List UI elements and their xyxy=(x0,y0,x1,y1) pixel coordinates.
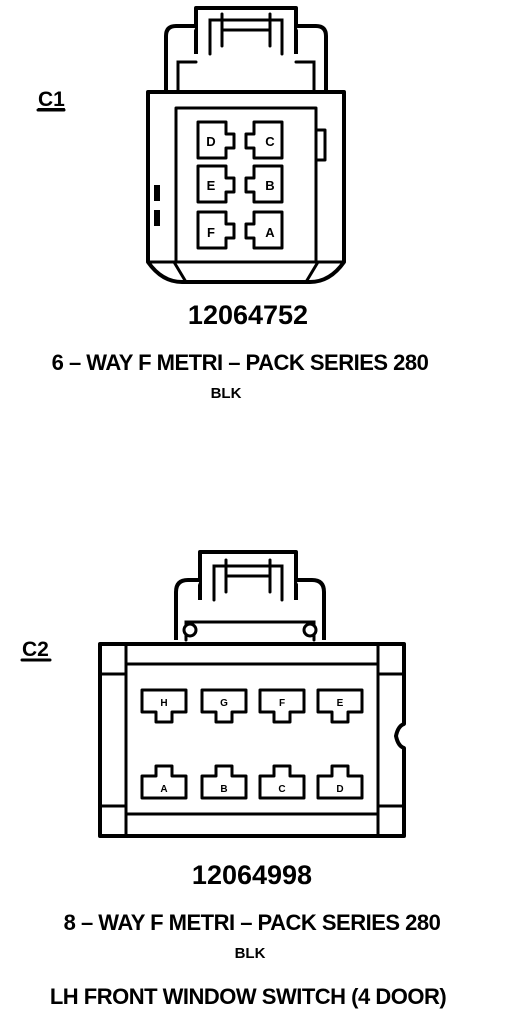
connector-c2-drawing: H G F E A B C D xyxy=(98,550,406,838)
c1-cavity-label-A: A xyxy=(265,225,275,240)
c2-cavity-E: E xyxy=(316,688,364,724)
c2-cavity-label-F: F xyxy=(279,698,285,709)
c1-cavity-C: C xyxy=(244,120,284,160)
c1-cavity-A: A xyxy=(244,210,284,250)
c2-cavity-label-G: G xyxy=(220,698,228,709)
connector-c1-description: 6 – WAY F METRI – PACK SERIES 280 xyxy=(52,350,429,375)
c1-cavity-E: E xyxy=(196,164,236,204)
c1-cavity-F: F xyxy=(196,210,236,250)
c2-cavity-F: F xyxy=(258,688,306,724)
connector-c2-label: C2 xyxy=(22,638,49,661)
c2-cavity-label-D: D xyxy=(336,784,343,795)
c1-cavity-label-B: B xyxy=(265,178,274,193)
connector-c1-part-number: 12064752 xyxy=(188,300,308,330)
c1-cavity-label-D: D xyxy=(206,134,215,149)
c2-cavity-A: A xyxy=(140,764,188,800)
c2-cavity-H: H xyxy=(140,688,188,724)
c2-cavity-label-A: A xyxy=(160,784,167,795)
connector-c2-description: 8 – WAY F METRI – PACK SERIES 280 xyxy=(64,910,441,935)
c2-cavity-G: G xyxy=(200,688,248,724)
c2-cavity-D: D xyxy=(316,764,364,800)
c2-cavity-B: B xyxy=(200,764,248,800)
connector-c1-drawing: D C E B F A xyxy=(146,6,346,284)
diagram-title: LH FRONT WINDOW SWITCH (4 DOOR) xyxy=(50,984,447,1009)
c1-cavity-label-C: C xyxy=(265,134,275,149)
c2-cavity-C: C xyxy=(258,764,306,800)
c2-cavity-label-C: C xyxy=(278,784,285,795)
c2-cavity-label-H: H xyxy=(160,698,167,709)
c2-cavity-label-B: B xyxy=(220,784,227,795)
connector-c1-color: BLK xyxy=(211,385,242,402)
c1-cavity-D: D xyxy=(196,120,236,160)
connector-c2-color: BLK xyxy=(235,945,266,962)
connector-c2-part-number: 12064998 xyxy=(192,860,312,890)
c1-cavity-label-F: F xyxy=(207,225,215,240)
c2-cavity-label-E: E xyxy=(337,698,344,709)
c1-cavity-label-E: E xyxy=(207,178,216,193)
c1-cavity-B: B xyxy=(244,164,284,204)
connector-c1-label: C1 xyxy=(38,88,65,111)
